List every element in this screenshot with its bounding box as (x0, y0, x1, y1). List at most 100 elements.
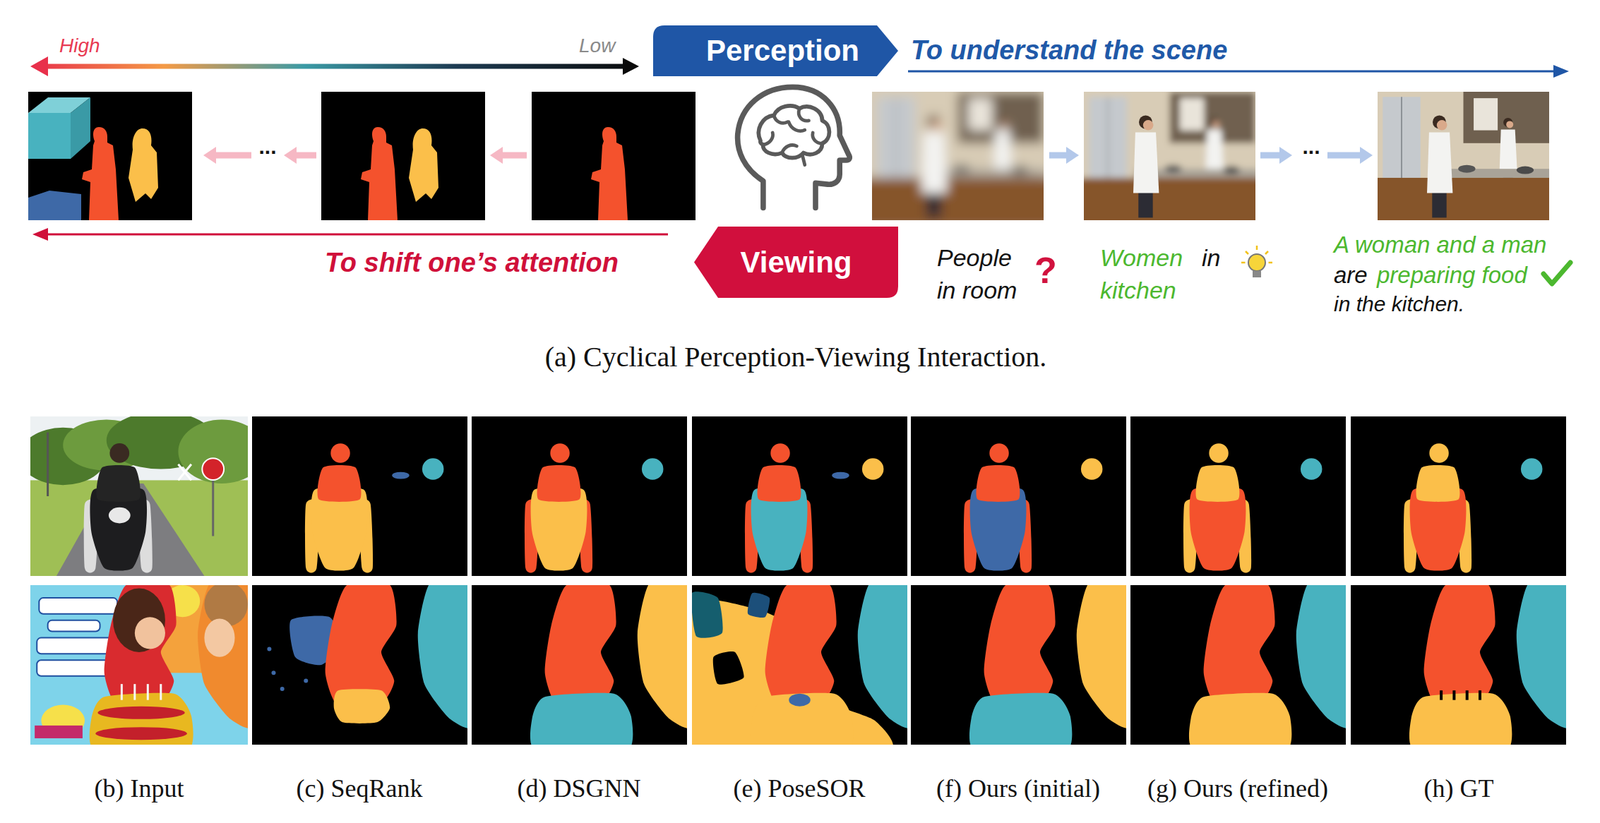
rider-mask (1208, 443, 1228, 463)
banner-label: Viewing (740, 245, 853, 280)
pot (1516, 166, 1534, 175)
scale-end-label: High (59, 32, 101, 60)
crossing-sign (177, 464, 191, 481)
cook-coat (1499, 129, 1518, 171)
cook-face (1212, 120, 1220, 128)
shift-arrow (213, 152, 252, 159)
cake-mask (333, 689, 391, 724)
brain-fold (802, 153, 805, 165)
light-bulb-icon (1241, 245, 1273, 278)
input-photo (30, 585, 248, 745)
attention-map-ground (28, 91, 193, 221)
saliency-ranking-map-ground (910, 416, 1127, 577)
boy-hair (204, 585, 248, 628)
table-mask (28, 190, 82, 221)
cake-mask (750, 693, 853, 745)
saliency-ranking-map (252, 416, 468, 577)
candle (133, 684, 136, 701)
blurred-scene (1083, 91, 1256, 221)
poster-lettering (38, 598, 118, 615)
cake-mask (969, 693, 1072, 745)
candle (159, 684, 162, 701)
viewing-arrow (45, 233, 668, 236)
noise-mask (271, 670, 277, 676)
attention-map (531, 91, 696, 221)
scale-head-right (622, 57, 640, 75)
boy-mask (418, 585, 468, 729)
saliency-ranking-map (252, 585, 468, 745)
direction-label: To shift one’s attention (324, 245, 619, 282)
cook-coat (1133, 132, 1159, 194)
noise-mask (747, 593, 770, 618)
rider-mask (757, 465, 802, 503)
cook-legs (926, 192, 941, 218)
girl-shirt (104, 585, 177, 708)
scene-description: Women (1100, 242, 1183, 275)
girl-hair (112, 588, 166, 653)
sign-mask (1081, 458, 1103, 481)
boy-mask (637, 585, 688, 729)
perception-arrow-head (1553, 64, 1569, 78)
perceive-arrow-head (1359, 146, 1373, 164)
scene-description: are (1333, 259, 1368, 292)
candle-gap (1465, 690, 1469, 701)
bulb-ray (1268, 261, 1274, 265)
saliency-ranking-map (1130, 585, 1346, 745)
perceive-arrow (1327, 152, 1363, 159)
pot (952, 165, 970, 173)
poster-lettering (48, 620, 101, 632)
bulb-ray (1241, 261, 1246, 265)
rider-mask (1416, 465, 1461, 503)
rider-mask (1429, 443, 1449, 463)
rider-head (109, 443, 130, 464)
method-label: (d) DSGNN (517, 771, 642, 807)
counter-front (1377, 177, 1550, 221)
cake-mask (1409, 693, 1512, 745)
sign-mask (422, 458, 445, 481)
rider-mask (537, 465, 582, 503)
brain-fold (812, 132, 823, 144)
sign-mask (391, 472, 409, 480)
cake (89, 693, 194, 745)
head-outline (737, 86, 851, 208)
saliency-ranking-map (1350, 585, 1567, 745)
wall (1377, 91, 1550, 221)
shift-arrow-head (203, 146, 217, 164)
perception-banner: Perception (653, 25, 899, 77)
scale-head-left (30, 56, 49, 77)
ellipsis: ... (258, 132, 277, 162)
bulb-base (1252, 271, 1262, 278)
input-photo (30, 416, 248, 577)
window (1473, 98, 1498, 131)
cook-face (931, 120, 942, 131)
noise-mask (303, 679, 308, 684)
brain-fold (782, 145, 798, 154)
rider-mask (989, 443, 1009, 463)
boy-mask (1076, 585, 1127, 729)
rider-mask (770, 443, 790, 463)
shift-arrow-head (490, 146, 503, 164)
brain-fold (788, 122, 805, 132)
candle (146, 684, 149, 701)
noise-mask (691, 591, 724, 639)
shift-arrow (499, 152, 527, 159)
cook-face (1506, 120, 1514, 128)
pot (1458, 165, 1476, 173)
pot (1011, 166, 1029, 175)
pot (1222, 166, 1240, 175)
saliency-ranking-map-ground (1350, 416, 1567, 577)
cook-coat (921, 132, 947, 194)
rider-jacket (96, 465, 141, 503)
candle-gap (1452, 690, 1456, 701)
cook-coat (1206, 129, 1224, 171)
direction-label: To understand the scene (910, 32, 1228, 69)
scene-description: A woman and a man (1333, 229, 1547, 262)
boy-mask (857, 585, 908, 729)
brain-fold (773, 115, 788, 123)
method-label: (c) SeqRank (296, 771, 423, 807)
rider-mask (1196, 465, 1240, 503)
tree (177, 420, 248, 484)
banner-label: Perception (706, 33, 860, 68)
counter-front (872, 177, 1044, 221)
